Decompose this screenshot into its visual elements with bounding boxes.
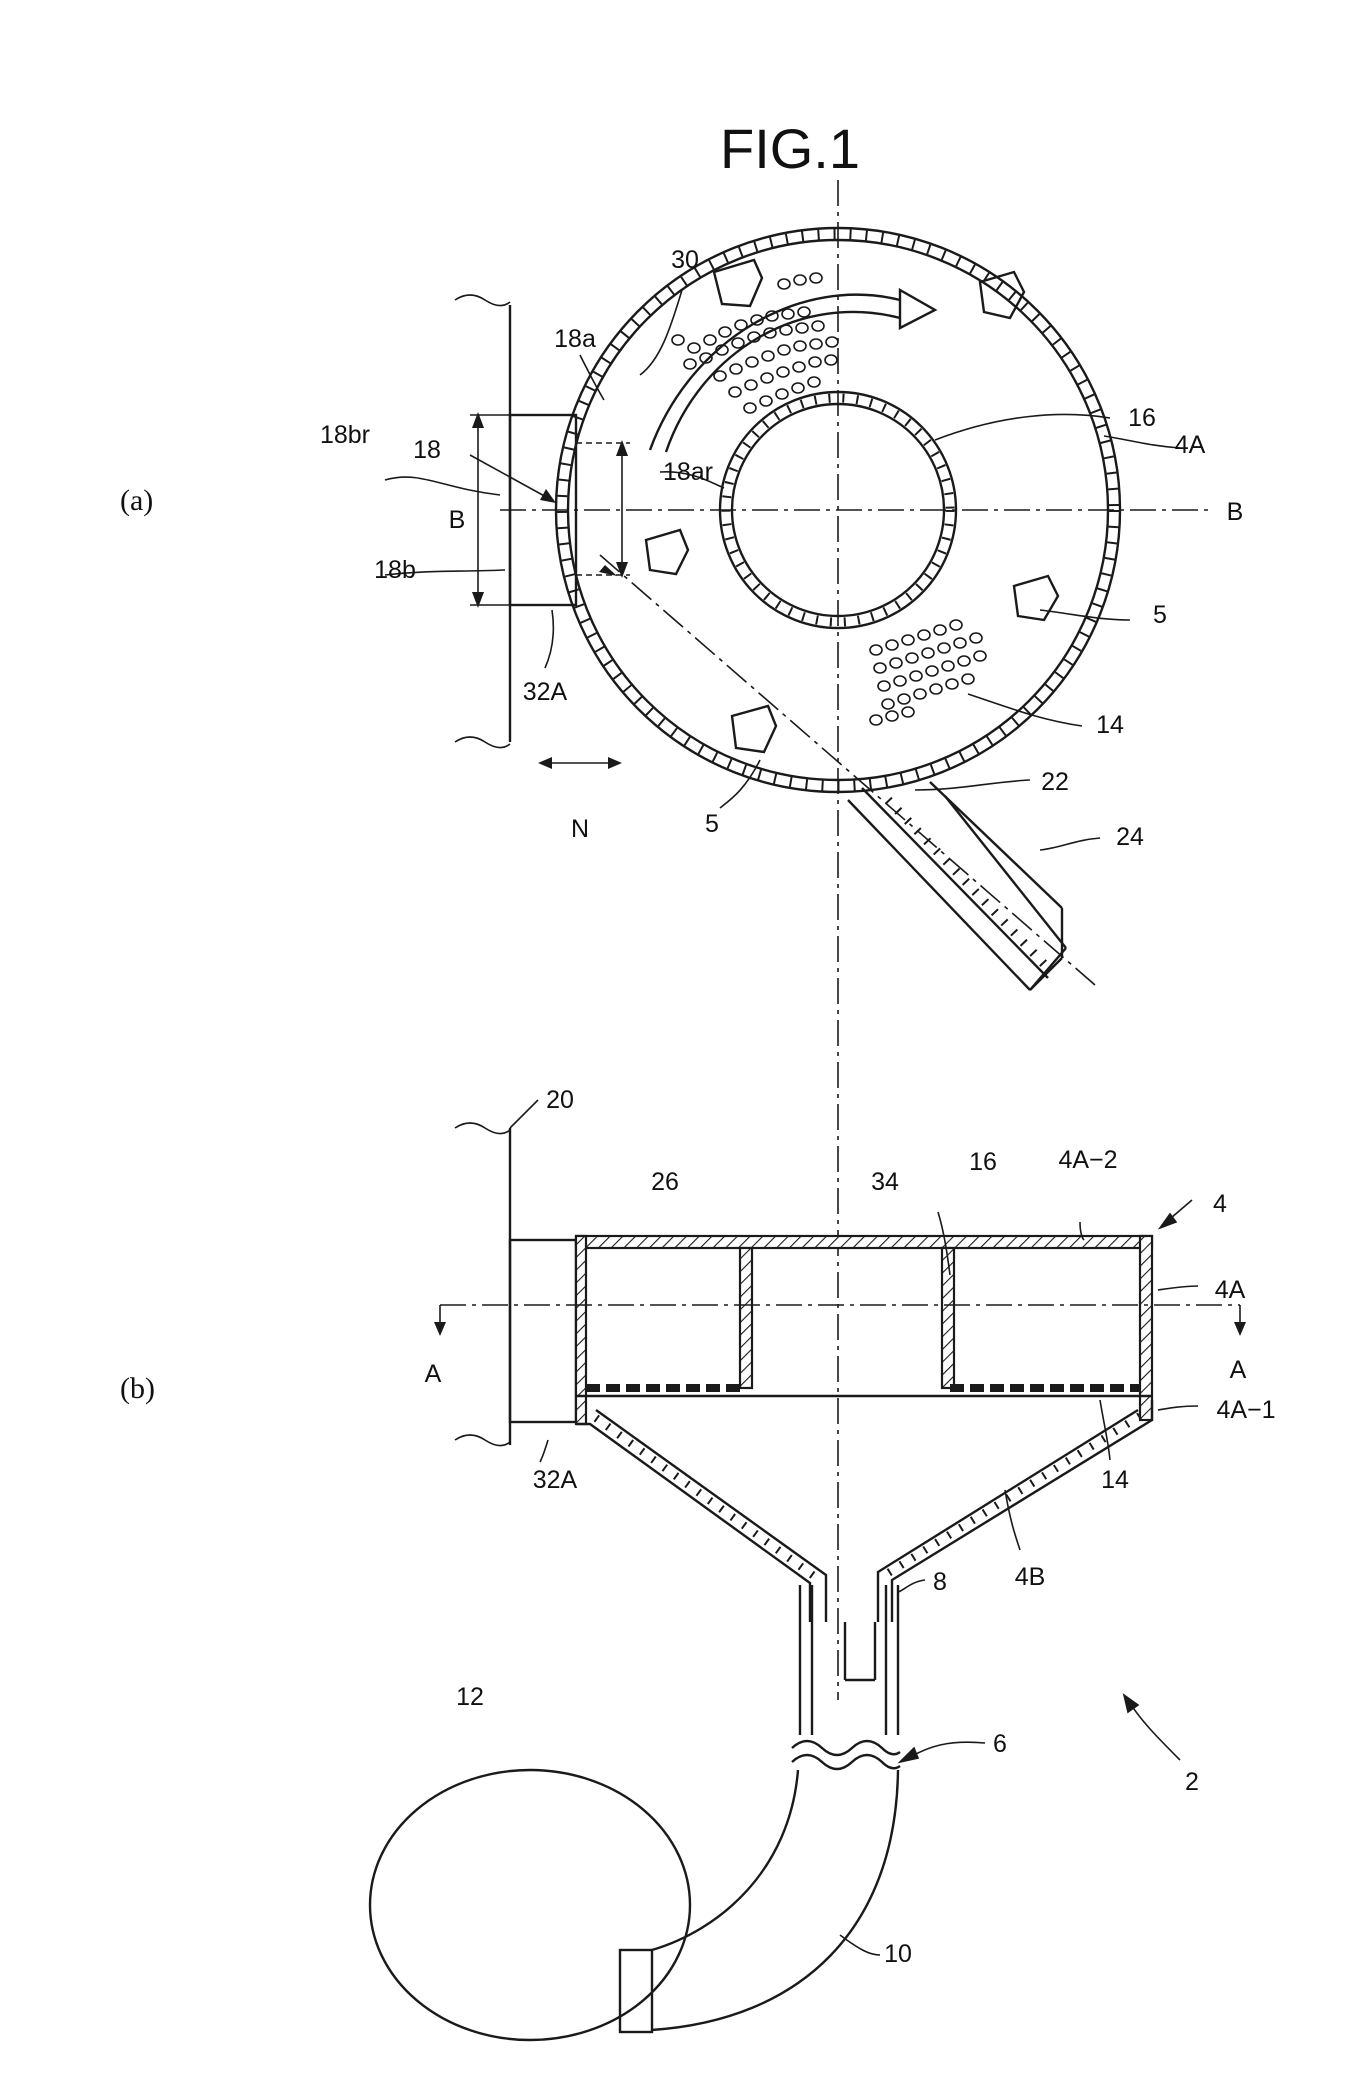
break-mark-bottom-a [455,737,510,748]
label-A-right: A [1230,1356,1247,1384]
inner-pipe-34 [845,1622,875,1680]
label-18a: 18a [554,325,596,353]
label-20: 20 [546,1086,574,1114]
funnel-hatch-left [596,1418,818,1579]
funnel-left-outer [576,1424,810,1622]
outer-wall-4A [1140,1236,1152,1420]
label-22: 22 [1041,768,1069,796]
label-18ar: 18ar [663,458,713,486]
label-4A-a: 4A [1175,431,1206,459]
label-30: 30 [671,246,699,274]
debris-pieces [646,260,1058,752]
funnel-right-inner [878,1410,1138,1622]
vacuum-unit-12 [370,1770,690,2040]
label-18b: 18b [374,556,416,584]
label-16-a: 16 [1128,404,1156,432]
leader-20 [510,1100,538,1128]
dim-arrow [608,757,622,769]
label-6: 6 [993,1730,1007,1758]
outlet-axis-line [600,555,1095,985]
label-A-left: A [425,1360,442,1388]
break-mark-top-a [455,295,510,306]
swirl-arrowhead [900,290,935,328]
label-B-left: B [449,506,466,534]
dim-arrow [538,757,552,769]
label-32A-a: 32A [523,678,568,706]
label-14-a: 14 [1096,711,1124,739]
label-N: N [571,815,589,843]
break-mark-top-b [455,1123,510,1134]
label-B-right: B [1227,498,1244,526]
section-arrow-left [434,1322,446,1336]
swirl-arrow-outer [666,312,900,452]
label-4A-1: 4A−1 [1216,1396,1275,1424]
vacuum-inlet-port [620,1950,652,2032]
outlet-pipe-24 [848,782,1066,990]
label-5-bottom: 5 [705,810,719,838]
inlet-duct-32A [510,1240,576,1422]
top-plate-4A-2 [576,1236,1152,1248]
inner-cylinder-16 [942,1248,954,1388]
label-18br: 18br [320,421,370,449]
perforation-holes-lower [870,620,986,725]
label-18: 18 [413,436,441,464]
label-4A-b: 4A [1215,1276,1246,1304]
swirl-arrow-inner [650,295,900,450]
figure-title: FIG.1 [720,117,860,180]
label-4A-2: 4A−2 [1058,1146,1117,1174]
label-16-b: 16 [969,1148,997,1176]
label-4: 4 [1213,1190,1227,1218]
break-mark-bottom-b [455,1435,510,1446]
label-8: 8 [933,1568,947,1596]
label-24: 24 [1116,823,1144,851]
leader-lines-b [540,1200,1198,1955]
panel-label-b: (b) [120,1372,155,1405]
label-12: 12 [456,1683,484,1711]
label-26: 26 [651,1168,679,1196]
label-10: 10 [884,1940,912,1968]
dim-arrow [540,489,556,503]
leader-lines-a [385,290,1180,850]
label-4B: 4B [1015,1563,1046,1591]
label-32A-b: 32A [533,1466,578,1494]
hose-break-bottom [792,1755,900,1769]
funnel-left-inner [596,1410,826,1622]
panel-label-a: (a) [120,484,153,517]
partition-left [740,1248,752,1388]
label-5-right: 5 [1153,601,1167,629]
label-34: 34 [871,1168,899,1196]
hose-inner-curve [652,1770,798,1950]
label-2: 2 [1185,1768,1199,1796]
label-14-b: 14 [1101,1466,1129,1494]
panel-b-section-view: 20 26 34 16 4A−2 4 4A A A 4A−1 32A 14 8 … [370,1086,1276,2040]
section-arrow-right [1234,1322,1246,1336]
funnel-hatch-right [885,1416,1140,1575]
hose-break-top [792,1741,900,1755]
